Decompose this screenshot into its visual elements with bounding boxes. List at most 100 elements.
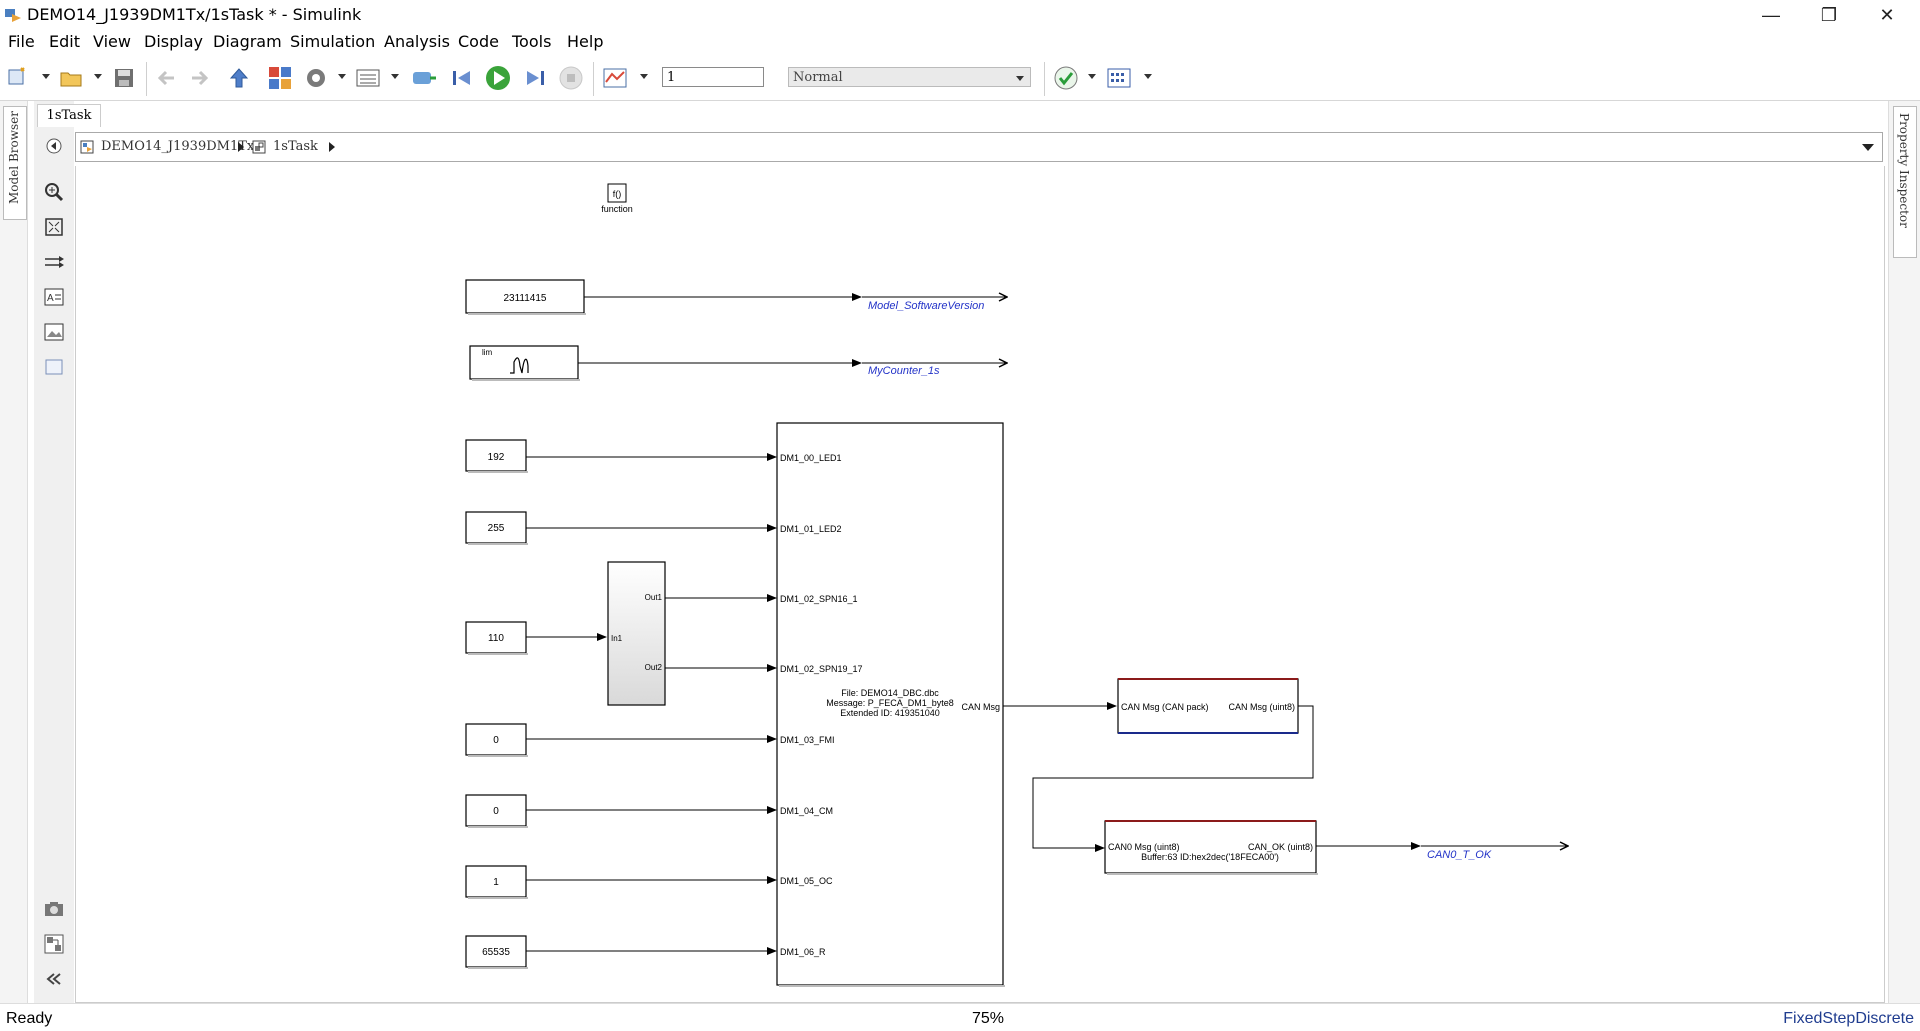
- constant-block[interactable]: 255: [465, 511, 528, 545]
- build-dropdown-icon[interactable]: [1144, 74, 1152, 79]
- convert-output-port: CAN Msg (uint8): [1228, 702, 1295, 712]
- up-icon[interactable]: [225, 64, 253, 92]
- menu-edit[interactable]: Edit: [49, 32, 80, 51]
- pack-input-port: DM1_04_CM: [780, 806, 833, 816]
- subsystem-out2-port: Out2: [645, 663, 663, 672]
- model-icon: [80, 140, 94, 154]
- can-convert-block[interactable]: CAN Msg (CAN pack) CAN Msg (uint8): [1117, 678, 1299, 734]
- collapse-double-left-icon[interactable]: [42, 967, 66, 991]
- tool-palette: A: [34, 101, 74, 1006]
- breadcrumb-dropdown-icon[interactable]: [1862, 144, 1874, 151]
- model-explorer-icon[interactable]: [354, 64, 382, 92]
- constant-value: 65535: [482, 947, 510, 958]
- check-icon[interactable]: [1052, 64, 1080, 92]
- simulation-mode-select[interactable]: Normal: [788, 67, 1031, 87]
- config-dropdown-icon[interactable]: [338, 74, 346, 79]
- constant-block[interactable]: 192: [465, 439, 528, 473]
- inspector-dropdown-icon[interactable]: [640, 74, 648, 79]
- function-block[interactable]: f() function: [601, 183, 633, 214]
- can-transmit-block[interactable]: CAN0 Msg (uint8) CAN_OK (uint8) Buffer:6…: [1104, 820, 1318, 875]
- save-icon[interactable]: [110, 64, 138, 92]
- split-subsystem-block[interactable]: In1 Out1 Out2: [607, 561, 666, 706]
- minimize-button[interactable]: —: [1762, 4, 1780, 25]
- tab-1stask[interactable]: 1sTask: [37, 104, 101, 127]
- camera-icon[interactable]: [42, 897, 66, 921]
- back-icon[interactable]: [152, 64, 180, 92]
- image-icon[interactable]: [42, 320, 66, 344]
- pack-input-port: DM1_05_OC: [780, 876, 833, 886]
- diagram-canvas[interactable]: f() function 23111415 Model_SoftwareVers…: [75, 166, 1885, 1003]
- pack-info-id: Extended ID: 419351040: [840, 708, 940, 718]
- goto-block[interactable]: Model_SoftwareVersion: [862, 297, 1007, 312]
- chevron-down-icon: [1016, 76, 1024, 81]
- library-browser-icon[interactable]: [266, 64, 294, 92]
- title-bar: DEMO14_J1939DM1Tx/1sTask * - Simulink — …: [0, 0, 1920, 30]
- simulation-mode-value: Normal: [793, 70, 843, 85]
- build-icon[interactable]: [1106, 64, 1134, 92]
- open-dropdown-icon[interactable]: [94, 74, 102, 79]
- constant-block[interactable]: 65535: [465, 935, 528, 969]
- hide-explorer-icon[interactable]: [42, 134, 66, 158]
- signal-builder-icon[interactable]: [410, 64, 438, 92]
- data-inspector-icon[interactable]: [602, 64, 630, 92]
- run-icon[interactable]: [484, 64, 512, 92]
- step-forward-icon[interactable]: [521, 64, 549, 92]
- constant-block[interactable]: 110: [465, 621, 528, 655]
- zoom-icon[interactable]: [42, 180, 66, 204]
- block-diagram: f() function 23111415 Model_SoftwareVers…: [465, 183, 1884, 987]
- can-pack-block[interactable]: DM1_00_LED1 DM1_01_LED2 DM1_02_SPN16_1 D…: [776, 422, 1005, 987]
- fit-to-view-icon[interactable]: [42, 215, 66, 239]
- goto-block[interactable]: CAN0_T_OK: [1421, 846, 1568, 861]
- subsystem-in-port: In1: [611, 634, 623, 643]
- menu-help[interactable]: Help: [567, 32, 604, 51]
- open-icon[interactable]: [58, 64, 86, 92]
- model-config-icon[interactable]: [302, 64, 330, 92]
- property-inspector-tab[interactable]: Property Inspector: [1893, 106, 1917, 258]
- menu-display[interactable]: Display: [144, 32, 203, 51]
- counter-block[interactable]: lim: [469, 345, 580, 381]
- menu-view[interactable]: View: [93, 32, 131, 51]
- model-browser-tab[interactable]: Model Browser: [3, 106, 27, 220]
- constant-block[interactable]: 1: [465, 865, 528, 899]
- close-button[interactable]: ✕: [1879, 4, 1895, 25]
- transmit-output-port: CAN_OK (uint8): [1248, 842, 1313, 852]
- constant-block[interactable]: 0: [465, 794, 528, 828]
- stop-time-input[interactable]: 1: [662, 67, 764, 87]
- toolbar-separator: [1044, 62, 1045, 96]
- toolbar-separator: [146, 62, 147, 96]
- pack-input-port: DM1_02_SPN16_1: [780, 594, 858, 604]
- goto-block[interactable]: MyCounter_1s: [862, 363, 1007, 377]
- step-back-icon[interactable]: [448, 64, 476, 92]
- status-bar: Ready 75% FixedStepDiscrete: [0, 1003, 1920, 1031]
- new-model-icon[interactable]: [6, 64, 34, 92]
- pack-info-file: File: DEMO14_DBC.dbc: [841, 688, 939, 698]
- forward-icon[interactable]: [186, 64, 214, 92]
- stop-icon[interactable]: [557, 64, 585, 92]
- breadcrumb-model[interactable]: DEMO14_J1939DM1Tx: [101, 139, 255, 154]
- menu-tools[interactable]: Tools: [512, 32, 552, 51]
- subsystem-out1-port: Out1: [645, 593, 663, 602]
- explorer-dropdown-icon[interactable]: [391, 74, 399, 79]
- goto-label: MyCounter_1s: [868, 365, 940, 377]
- breadcrumb-subsystem[interactable]: 1sTask: [273, 139, 318, 154]
- breadcrumb-arrow-icon: [329, 142, 335, 152]
- goto-label: Model_SoftwareVersion: [868, 300, 984, 312]
- model-browser-icon[interactable]: [42, 932, 66, 956]
- menu-file[interactable]: File: [8, 32, 35, 51]
- annotation-icon[interactable]: A: [42, 285, 66, 309]
- constant-block[interactable]: 0: [465, 723, 528, 757]
- constant-block[interactable]: 23111415: [465, 279, 586, 315]
- check-dropdown-icon[interactable]: [1088, 74, 1096, 79]
- menu-analysis[interactable]: Analysis: [384, 32, 450, 51]
- area-icon[interactable]: [42, 355, 66, 379]
- menu-code[interactable]: Code: [458, 32, 499, 51]
- signal-line[interactable]: [1032, 705, 1314, 852]
- breadcrumb-arrow-icon: [238, 142, 244, 152]
- constant-value: 0: [493, 735, 499, 746]
- solver-link[interactable]: FixedStepDiscrete: [1783, 1010, 1914, 1027]
- restore-button[interactable]: ❐: [1820, 4, 1838, 25]
- menu-diagram[interactable]: Diagram: [213, 32, 282, 51]
- menu-simulation[interactable]: Simulation: [290, 32, 376, 51]
- new-dropdown-icon[interactable]: [42, 74, 50, 79]
- signal-line-icon[interactable]: [42, 250, 66, 274]
